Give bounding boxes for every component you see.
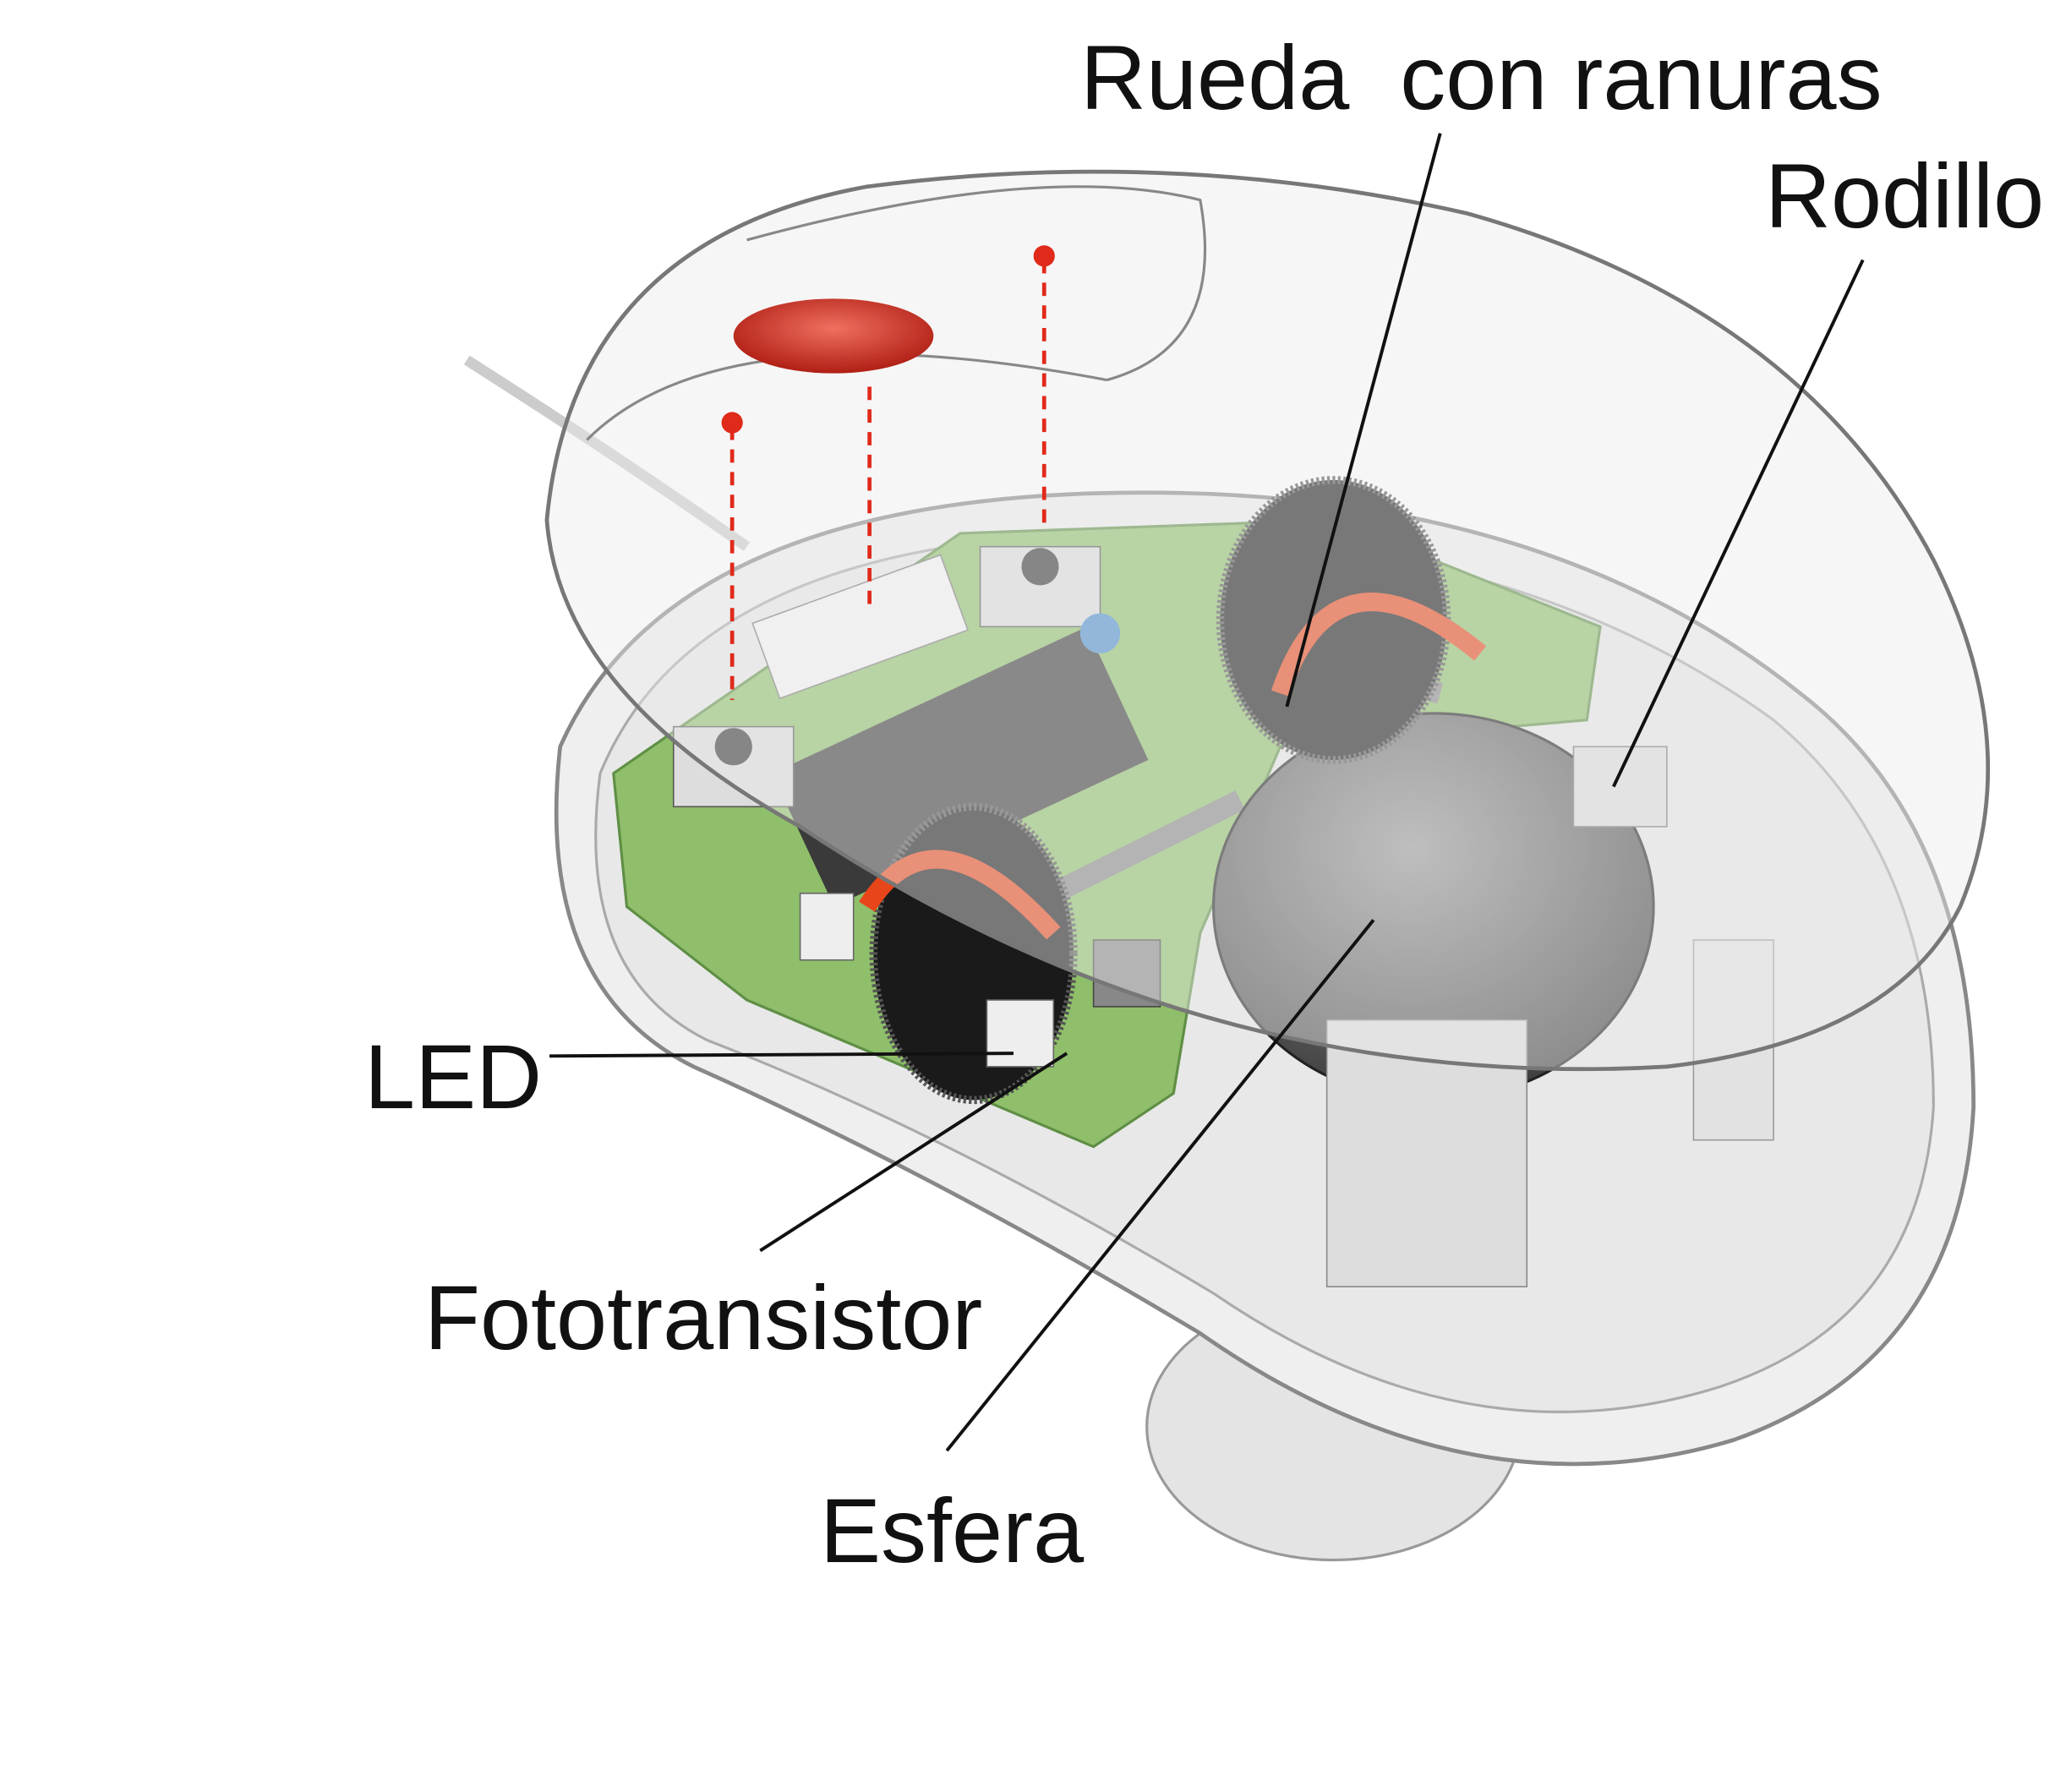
cable [463, 355, 751, 551]
rotation-arrow [1270, 593, 1487, 697]
roller [1572, 746, 1668, 828]
label-led: LED [364, 1025, 543, 1128]
leader-lines [549, 133, 1865, 1452]
chip [751, 554, 969, 700]
rotation-arrow [859, 850, 1061, 940]
mouse-button [733, 298, 934, 374]
label-wheel: Rueda con ranuras [1080, 26, 1882, 128]
chip [772, 626, 1149, 907]
label-ball: Esfera [820, 1479, 1085, 1582]
top-shell [544, 169, 1991, 1072]
label-roller: Rodillo [1765, 145, 2045, 247]
label-phototransistor: Fototransistor [424, 1266, 983, 1369]
